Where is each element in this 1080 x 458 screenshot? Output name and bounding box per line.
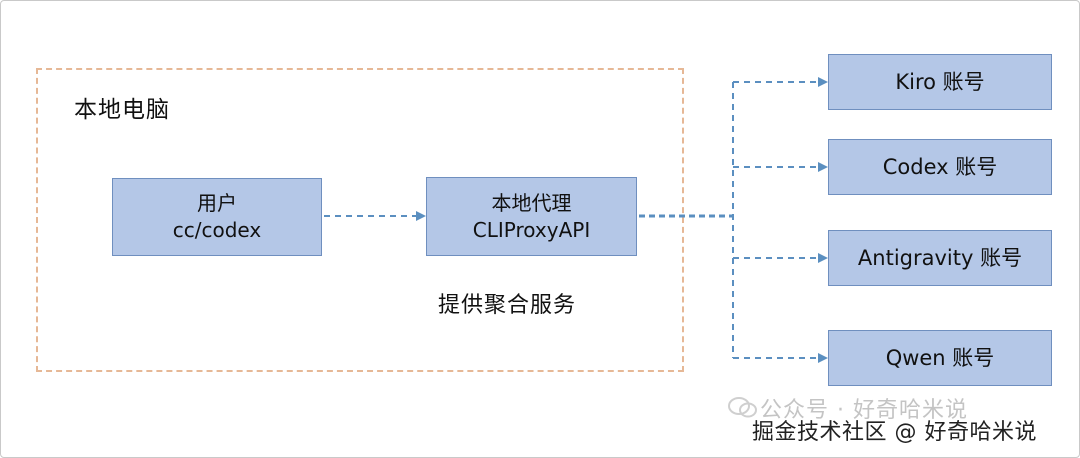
user-box: 用户 cc/codex bbox=[112, 178, 322, 256]
credit-text: 掘金技术社区 @ 好奇哈米说 bbox=[752, 420, 1037, 445]
account-label: Codex 账号 bbox=[882, 154, 998, 179]
watermark-text: 公众号 · 好奇哈米说 bbox=[760, 398, 968, 423]
account-box-antigravity: Antigravity 账号 bbox=[828, 230, 1052, 286]
account-label: Kiro 账号 bbox=[895, 69, 985, 94]
group-label: 本地电脑 bbox=[74, 97, 170, 123]
account-label: Qwen 账号 bbox=[885, 345, 995, 370]
account-box-codex: Codex 账号 bbox=[828, 139, 1052, 195]
proxy-title: 本地代理 bbox=[491, 190, 572, 215]
account-box-qwen: Qwen 账号 bbox=[828, 330, 1052, 386]
proxy-subtitle: CLIProxyAPI bbox=[472, 217, 591, 242]
account-box-kiro: Kiro 账号 bbox=[828, 54, 1052, 110]
account-label: Antigravity 账号 bbox=[857, 245, 1023, 270]
local-proxy-box: 本地代理 CLIProxyAPI bbox=[426, 177, 637, 256]
aggregation-caption: 提供聚合服务 bbox=[438, 293, 577, 318]
user-subtitle: cc/codex bbox=[172, 218, 262, 242]
user-title: 用户 bbox=[197, 191, 237, 215]
local-computer-group bbox=[36, 68, 684, 372]
wechat-icon bbox=[728, 397, 757, 418]
